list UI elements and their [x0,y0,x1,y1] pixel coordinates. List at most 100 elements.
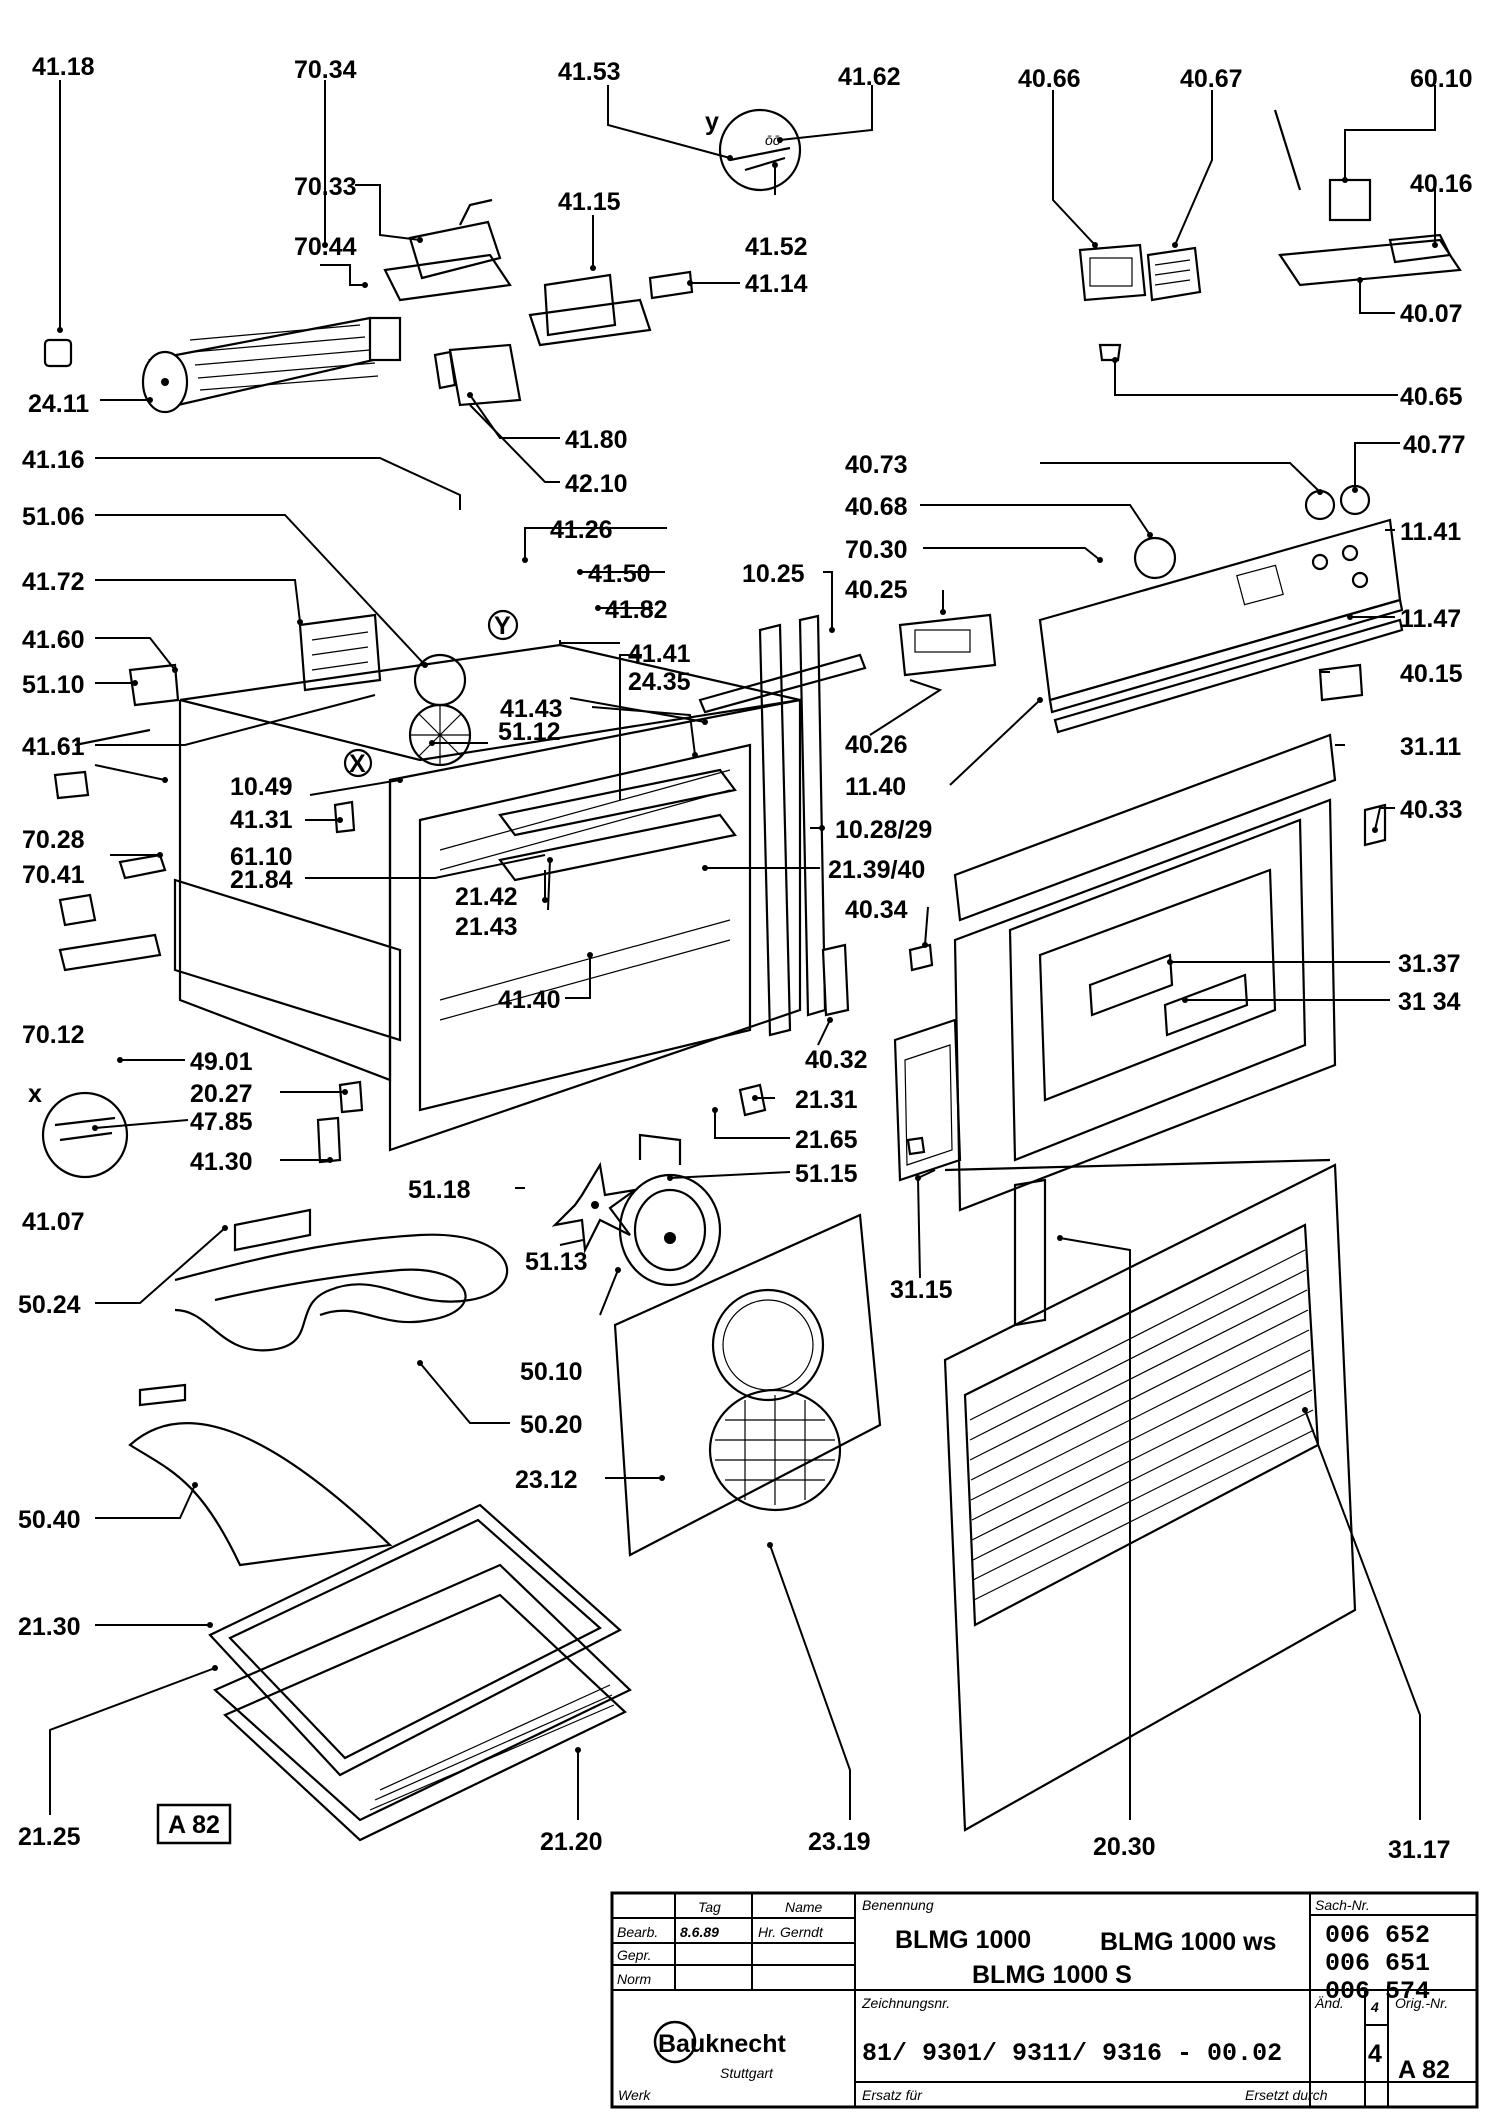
label-41-80: 41.80 [565,426,628,454]
tb-ersatz-label: Ersatz für [862,2087,923,2103]
label-20-27: 20.27 [190,1080,253,1108]
label-41-43: 41.43 [500,695,563,723]
tb-benennung-label: Benennung [862,1897,934,1913]
label-21-30: 21.30 [18,1613,81,1641]
label-41-30: 41.30 [190,1148,253,1176]
label-40-33: 40.33 [1400,796,1463,824]
tb-origin-value: A 82 [1398,2056,1450,2084]
label-41-31: 41.31 [230,806,293,834]
label-41-40: 41.40 [498,986,561,1014]
oven-door-drawing [893,733,1387,1327]
label-dial: ōō [765,132,781,148]
tb-sach-3: 006 574 [1325,1977,1430,2006]
svg-text:A 82: A 82 [168,1811,220,1839]
label-49-01: 49.01 [190,1048,253,1076]
tb-row-bearb: Bearb. [617,1924,658,1940]
label-51-12: 51.12 [498,718,561,746]
tb-row-norm: Norm [617,1971,652,1987]
label-41-60: 41.60 [22,626,85,654]
label-41-62: 41.62 [838,63,901,91]
label-21-39-40: 21.39/40 [828,856,925,884]
label-24-35: 24.35 [628,668,691,696]
label-41-41: 41.41 [628,640,691,668]
label-40-77: 40.77 [1403,431,1466,459]
label-61-10: 61.10 [230,843,293,871]
label-41-15: 41.15 [558,188,621,216]
tb-sach-2: 006 651 [1325,1949,1430,1978]
leader-lines [49,80,1438,1820]
marker-x: X [349,750,366,778]
label-51-13: 51.13 [525,1248,588,1276]
label-41-18: 41.18 [32,53,95,81]
label-11-41: 11.41 [1400,518,1461,546]
label-50-20: 50.20 [520,1411,583,1439]
tb-aend-value-2: 4 [1368,2040,1382,2068]
tangential-fan-drawing [141,316,402,414]
tb-zeichnung-label: Zeichnungsnr. [861,1995,950,2011]
label-10-25: 10.25 [742,560,805,588]
label-40-68: 40.68 [845,493,908,521]
tb-origin-label: Orig.-Nr. [1395,1995,1448,2011]
label-41-61: 41.61 [22,733,85,761]
label-31-11: 31.11 [1400,733,1461,761]
label-40-34: 40.34 [845,896,908,924]
label-40-32: 40.32 [805,1046,868,1074]
label-41-14: 41.14 [745,270,808,298]
label-41-26: 41.26 [550,516,613,544]
label-40-25: 40.25 [845,576,908,604]
label-70-12: 70.12 [22,1021,85,1049]
label-21-84: 21.84 [230,866,293,894]
label-21-25: 21.25 [18,1823,81,1851]
label-50-40: 50.40 [18,1506,81,1534]
tb-aend-label: Änd. [1314,1995,1344,2011]
label-40-73: 40.73 [845,451,908,479]
label-23-12: 23.12 [515,1466,578,1494]
tb-col-name: Name [785,1899,823,1915]
tb-bearb-name: Hr. Gerndt [758,1924,824,1940]
baking-tray-drawing [208,1503,632,1842]
label-41-53: 41.53 [558,58,621,86]
label-24-11: 24.11 [28,390,89,418]
label-41-50: 41.50 [588,560,651,588]
tb-col-tag: Tag [698,1899,721,1915]
tb-bearb-date: 8.6.89 [680,1924,719,1940]
label-47-85: 47.85 [190,1108,253,1136]
label-21-42: 21.42 [455,883,518,911]
label-70-30: 70.30 [845,536,908,564]
label-70-33: 70.33 [294,173,357,201]
label-11-47: 11.47 [1400,605,1461,633]
label-21-20: 21.20 [540,1828,603,1856]
tb-sach-1: 006 652 [1325,1921,1430,1950]
label-20-30: 20.30 [1093,1833,1156,1861]
svg-text:Stuttgart: Stuttgart [720,2065,774,2081]
label-10-28-29: 10.28/29 [835,816,932,844]
tb-werk-label: Werk [618,2087,651,2103]
label-21-65: 21.65 [795,1126,858,1154]
label-60-10: 60.10 [1410,65,1473,93]
bauknecht-logo: Bauknecht Stuttgart [653,2020,786,2081]
label-10-49: 10.49 [230,773,293,801]
tb-model-1a: BLMG 1000 [895,1926,1031,1954]
label-23-19: 23.19 [808,1828,871,1856]
label-42-10: 42.10 [565,470,628,498]
front-panel-drawing [943,1163,1357,1832]
label-70-41: 70.41 [22,861,85,889]
label-50-24: 50.24 [18,1291,81,1319]
label-41-16: 41.16 [22,446,85,474]
part-drawings [41,108,1462,1842]
tb-aend-value: 4 [1370,1999,1379,2015]
label-50-10: 50.10 [520,1358,583,1386]
label-11-40: 11.40 [845,773,906,801]
label-31-37: 31.37 [1398,950,1461,978]
label-41-72: 41.72 [22,568,85,596]
label-21-43: 21.43 [455,913,518,941]
tb-row-gepr: Gepr. [617,1947,652,1963]
control-panel-drawing [1038,518,1404,734]
label-70-28: 70.28 [22,826,85,854]
tb-sach-label: Sach-Nr. [1315,1897,1370,1913]
label-40-65: 40.65 [1400,383,1463,411]
label-70-44: 70.44 [294,233,357,261]
label-31-15: 31.15 [890,1276,953,1304]
title-block: Tag Name Bearb. Gepr. Norm 8.6.89 Hr. Ge… [610,1891,1479,2109]
label-51-10: 51.10 [22,671,85,699]
